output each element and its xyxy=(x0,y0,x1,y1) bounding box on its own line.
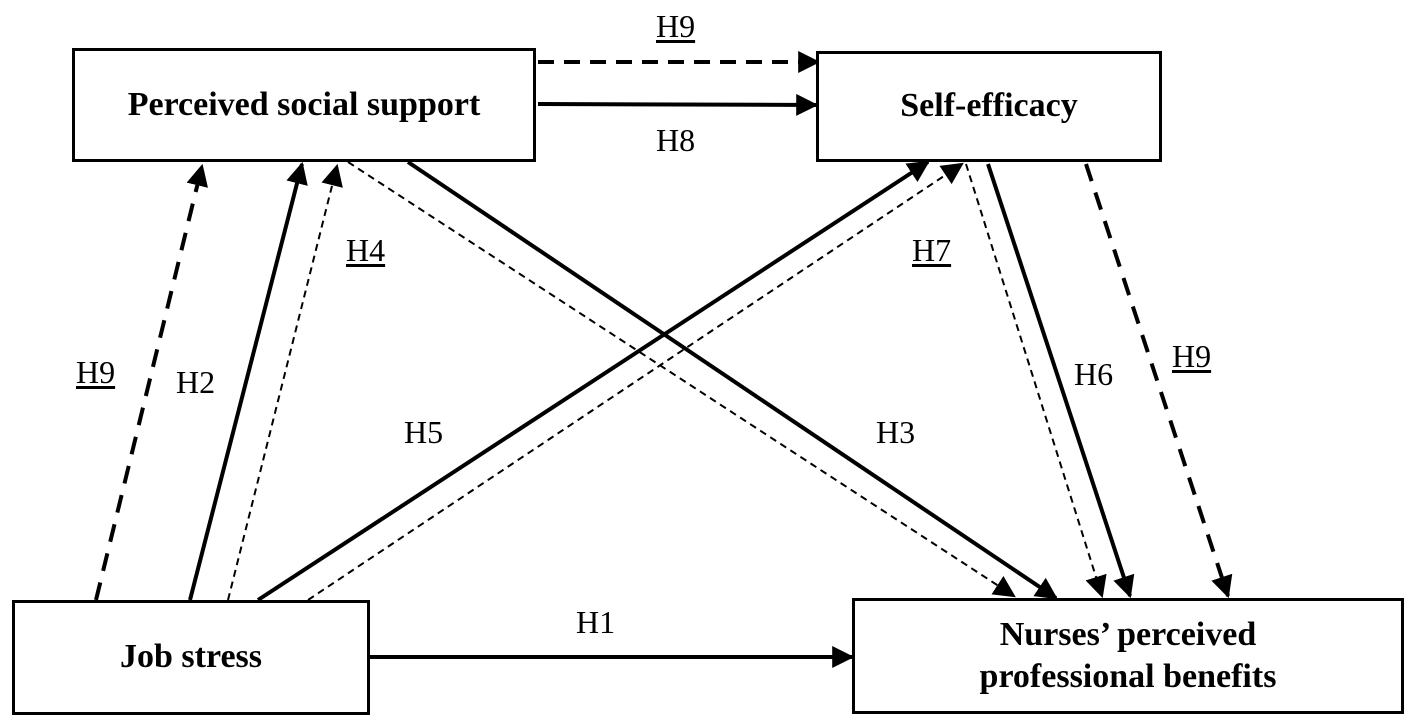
node-perceived-social-support-label: Perceived social support xyxy=(127,85,481,123)
label-h3: H3 xyxy=(876,414,916,450)
edge-h2-js-to-pss xyxy=(188,161,308,601)
label-h9-right: H9 xyxy=(1172,338,1212,374)
node-self-efficacy: Self-efficacy xyxy=(816,51,1162,162)
node-job-stress: Job stress xyxy=(12,600,370,715)
label-h1: H1 xyxy=(576,604,616,640)
edge-h5-js-to-se xyxy=(256,160,930,602)
edge-h8-pss-to-se xyxy=(537,93,819,116)
edge-h7-se-to-npb xyxy=(965,163,1107,599)
edge-h9-js-to-pss xyxy=(94,163,208,601)
node-perceived-social-support: Perceived social support xyxy=(72,48,536,162)
label-h5: H5 xyxy=(404,414,444,450)
edge-h4-pss-to-npb xyxy=(347,161,1016,598)
label-h9-top: H9 xyxy=(656,8,696,44)
edge-h6-se-to-npb xyxy=(986,163,1135,599)
edge-h9-se-to-npb xyxy=(1084,163,1233,599)
node-self-efficacy-label: Self-efficacy xyxy=(900,87,1078,125)
label-h7: H7 xyxy=(912,232,952,268)
edge-h7-js-to-se xyxy=(307,162,964,601)
node-npb-label: Nurses’ perceived professional benefits xyxy=(980,614,1277,699)
label-h4: H4 xyxy=(346,232,386,268)
label-h8: H8 xyxy=(656,122,696,158)
label-h2: H2 xyxy=(176,364,216,400)
label-h9-left: H9 xyxy=(76,354,116,390)
edge-h3-pss-to-npb xyxy=(406,160,1058,600)
node-npb-label-line2: professional benefits xyxy=(979,658,1277,695)
node-nurses-perceived-professional-benefits: Nurses’ perceived professional benefits xyxy=(852,598,1404,714)
node-job-stress-label: Job stress xyxy=(120,638,262,676)
edge-h4-js-to-pss xyxy=(227,163,343,601)
label-h6: H6 xyxy=(1074,356,1114,392)
node-npb-label-line1: Nurses’ perceived xyxy=(999,615,1257,653)
